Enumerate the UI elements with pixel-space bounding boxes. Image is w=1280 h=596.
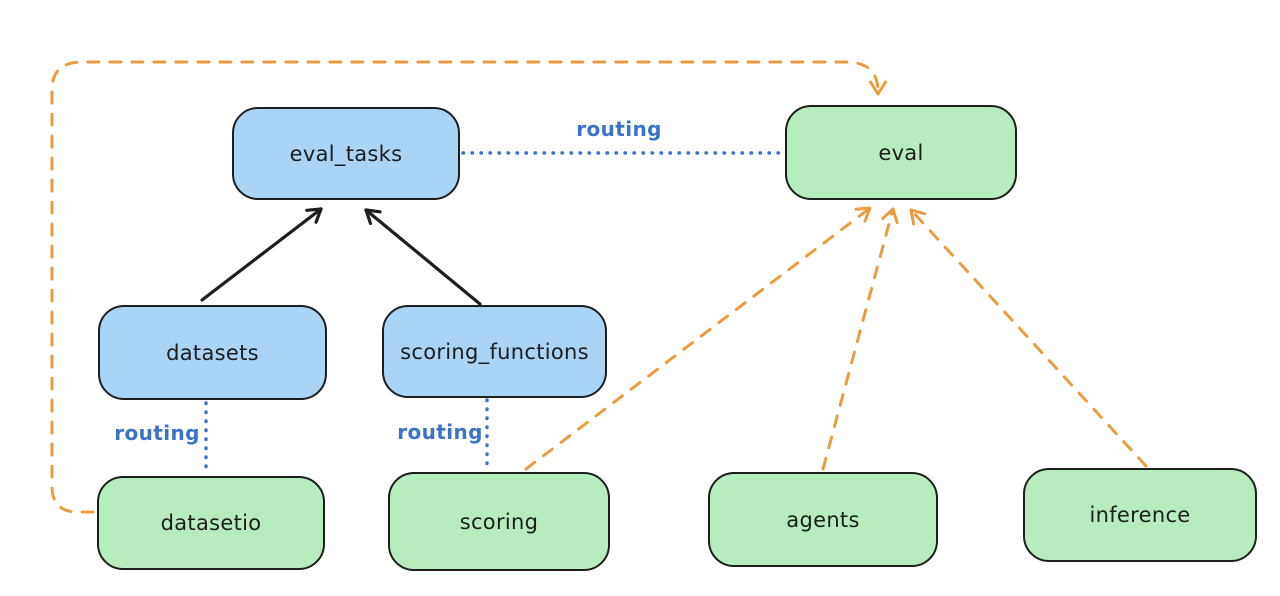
node-eval-label: eval [878,140,924,165]
edge-inference-to-eval [909,208,1148,468]
node-inference-label: inference [1089,503,1191,527]
edge-agents-to-eval [821,207,899,471]
node-scoring-functions: scoring_functions [382,305,607,398]
node-agents: agents [708,472,938,567]
edge-datasets-to-eval-tasks [200,207,323,302]
routing-label-datasets-datasetio: routing [114,421,200,445]
node-agents-label: agents [786,507,860,532]
node-datasetio: datasetio [97,476,325,570]
node-eval-tasks: eval_tasks [232,107,460,200]
node-datasets-label: datasets [166,340,259,365]
node-scoring-functions-label: scoring_functions [400,339,589,364]
node-scoring: scoring [388,472,610,571]
node-datasetio-label: datasetio [160,511,262,535]
node-eval: eval [785,105,1017,200]
edge-scoring-functions-to-eval-tasks [364,208,482,306]
routing-label-eval-tasks-eval: routing [576,117,662,141]
node-eval-tasks-label: eval_tasks [289,141,403,166]
node-inference: inference [1023,468,1257,562]
routing-label-scoring-functions-scoring: routing [397,420,483,444]
node-scoring-label: scoring [459,509,539,534]
node-datasets: datasets [98,305,327,400]
